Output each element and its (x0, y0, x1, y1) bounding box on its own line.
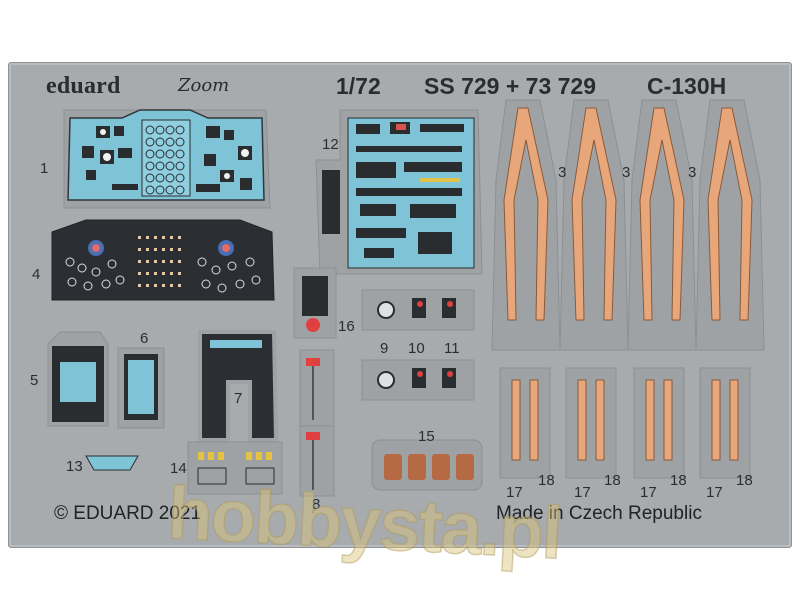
part-number-7: 7 (234, 390, 243, 407)
part-number-15: 15 (418, 428, 435, 445)
part-number-3c: 3 (688, 164, 697, 181)
origin-text: Made in Czech Republic (496, 503, 702, 524)
part-number-10: 10 (408, 340, 425, 357)
part-number-4: 4 (32, 266, 41, 283)
parts-5-6-7 (47, 330, 279, 442)
part-number-18a: 18 (538, 472, 555, 489)
part-1-instrument-panel (63, 109, 271, 209)
part-number-12: 12 (322, 136, 339, 153)
part-number-17d: 17 (706, 484, 723, 501)
part-number-14: 14 (170, 460, 187, 477)
part-8 (299, 349, 335, 497)
part-number-6: 6 (140, 330, 149, 347)
part-15 (371, 439, 483, 491)
part-12-side-console (315, 109, 483, 275)
part-number-18d: 18 (736, 472, 753, 489)
part-number-13: 13 (66, 458, 83, 475)
parts-9-10-11 (361, 289, 475, 401)
parts-17-18-lap-belts (499, 367, 751, 479)
part-number-8: 8 (312, 496, 321, 513)
catalog-number: SS 729 + 73 729 (424, 73, 597, 99)
part-number-3b: 3 (622, 164, 631, 181)
part-number-17a: 17 (506, 484, 523, 501)
part-number-5: 5 (30, 372, 39, 389)
part-number-11: 11 (444, 340, 460, 357)
copyright-text: © EDUARD 2021 (54, 503, 202, 524)
part-number-16: 16 (338, 318, 355, 335)
part-number-18c: 18 (670, 472, 687, 489)
part-number-17b: 17 (574, 484, 591, 501)
parts-13-14 (85, 441, 283, 495)
part-number-17c: 17 (640, 484, 657, 501)
part-3-shoulder-harnesses (491, 99, 765, 351)
part-4-lower-panel (51, 219, 275, 301)
zoom-series-logo: Zoom (178, 75, 230, 96)
part-number-9: 9 (380, 340, 389, 357)
brand-logo: eduard (46, 73, 121, 99)
scale-label: 1/72 (336, 73, 381, 99)
aircraft-name: C-130H (647, 73, 727, 99)
part-number-18b: 18 (604, 472, 621, 489)
part-number-3a: 3 (558, 164, 567, 181)
part-number-1: 1 (40, 160, 49, 177)
part-16 (293, 267, 337, 339)
